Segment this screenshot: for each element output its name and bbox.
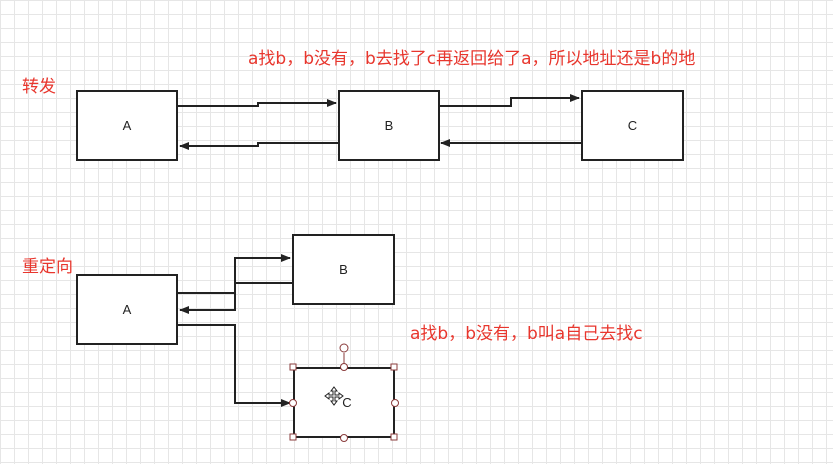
- node-label: A: [122, 302, 132, 317]
- forward-title: 转发: [22, 77, 56, 97]
- node-a-forward[interactable]: A: [76, 90, 178, 161]
- redirect-note: a找b，b没有，b叫a自己去找c: [410, 324, 643, 344]
- node-label: C: [627, 118, 638, 133]
- edge-b-to-a: [179, 142, 338, 150]
- redirect-title: 重定向: [22, 257, 73, 277]
- node-label: B: [339, 262, 348, 277]
- node-b-forward[interactable]: B: [338, 90, 440, 161]
- resize-handle-sw[interactable]: [289, 433, 297, 441]
- connect-point-left[interactable]: [289, 399, 297, 407]
- resize-handle-ne[interactable]: [390, 363, 398, 371]
- node-label: B: [384, 118, 394, 133]
- move-cursor-icon: [324, 386, 344, 406]
- rotate-handle[interactable]: [339, 343, 349, 353]
- edge-b-to-a-redirect: [179, 282, 293, 314]
- node-label: C: [342, 395, 352, 410]
- edge-a-to-b: [177, 99, 337, 107]
- edge-b-to-c: [438, 94, 580, 107]
- node-a-redirect[interactable]: A: [76, 274, 178, 345]
- edge-a-to-b-redirect: [177, 254, 291, 294]
- resize-handle-se[interactable]: [390, 433, 398, 441]
- node-c-forward[interactable]: C: [581, 90, 684, 161]
- forward-note: a找b，b没有，b去找了c再返回给了a，所以地址还是b的地: [248, 49, 696, 69]
- edge-a-to-c-redirect: [177, 324, 291, 407]
- node-label: A: [122, 118, 132, 133]
- connect-point-right[interactable]: [391, 399, 399, 407]
- resize-handle-nw[interactable]: [289, 363, 297, 371]
- connect-point-top[interactable]: [340, 363, 348, 371]
- node-b-redirect[interactable]: B: [292, 234, 395, 305]
- connect-point-bottom[interactable]: [340, 434, 348, 442]
